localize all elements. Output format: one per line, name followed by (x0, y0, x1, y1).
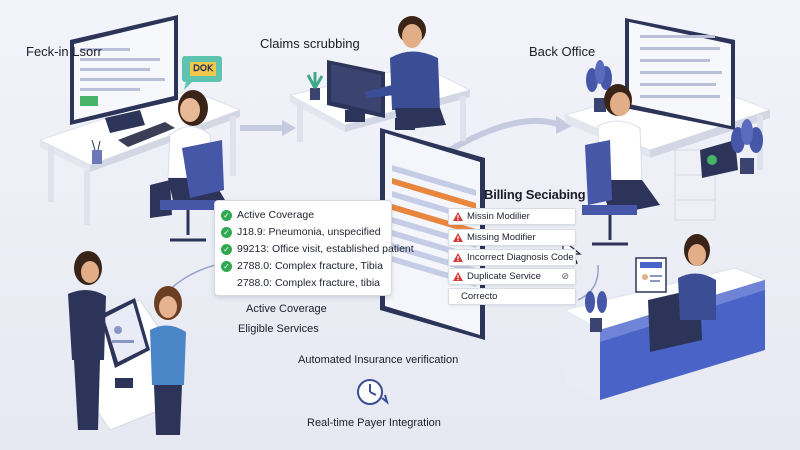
warning-icon (453, 253, 463, 262)
reception-desk (563, 234, 767, 400)
billing-error-item: Missin Modilier (448, 208, 576, 225)
connector-line-right (577, 264, 599, 301)
coverage-item: 2788.0: Complex fracture, tibia (237, 277, 380, 289)
warning-icon (453, 272, 463, 281)
checkin-workstation (38, 15, 242, 242)
id-card (635, 257, 667, 293)
back-office-chair (582, 140, 637, 246)
checkin-label: Feck-in Lsorr (26, 44, 102, 59)
coverage-item: ✓99213: Office visit, established patien… (221, 243, 414, 255)
billing-label: Billing Seciabing (484, 187, 586, 202)
check-icon: ✓ (221, 209, 232, 221)
billing-error-item: Incorrect Diagnosis Code (448, 249, 576, 266)
coverage-item: ✓2788.0: Complex fracture, Tibia (221, 260, 383, 272)
kiosk-staff (68, 251, 106, 430)
billing-error-item: Duplicate Service ⊘ (448, 268, 576, 285)
check-icon: ✓ (221, 226, 232, 238)
coverage-item: ✓J18.9: Pneumonia, unspecified (221, 226, 381, 238)
claims-workstation (288, 16, 472, 142)
plant-icon (731, 119, 763, 174)
warning-icon (453, 233, 463, 242)
check-icon: ✓ (221, 260, 232, 272)
warning-icon (453, 212, 463, 221)
active-coverage-label: Active Coverage (246, 303, 327, 315)
coverage-item: ✓Active Coverage (221, 209, 314, 221)
flow-arrow-2 (448, 116, 572, 153)
claims-worker (365, 16, 446, 130)
automated-verification-label: Automated Insurance verification (298, 354, 459, 366)
coverage-card: ✓Active Coverage ✓J18.9: Pneumonia, unsp… (214, 200, 414, 296)
realtime-integration-label: Real-time Payer Integration (307, 417, 441, 429)
back-office-label: Back Office (529, 44, 596, 59)
plant-icon (585, 291, 607, 332)
clock-icon (357, 379, 389, 405)
check-icon: ✓ (221, 243, 232, 255)
billing-error-item: Correcto (448, 288, 576, 305)
chat-bubble (182, 56, 222, 90)
chat-bubble-text: ꓓꓳꓗ (193, 63, 213, 73)
back-office-workstation (563, 18, 772, 246)
kiosk-patient (150, 286, 186, 435)
checkin-chair (160, 140, 224, 242)
kiosk-scene (68, 251, 186, 435)
receptionist (678, 234, 716, 320)
claims-label: Claims scrubbing (260, 36, 360, 51)
refresh-icon: ⊘ (561, 271, 569, 281)
eligible-services-label: Eligible Services (238, 323, 319, 335)
flow-arrow-1 (240, 120, 296, 136)
billing-error-item: Missing Modifier (448, 229, 576, 246)
plant-icon (586, 60, 612, 112)
